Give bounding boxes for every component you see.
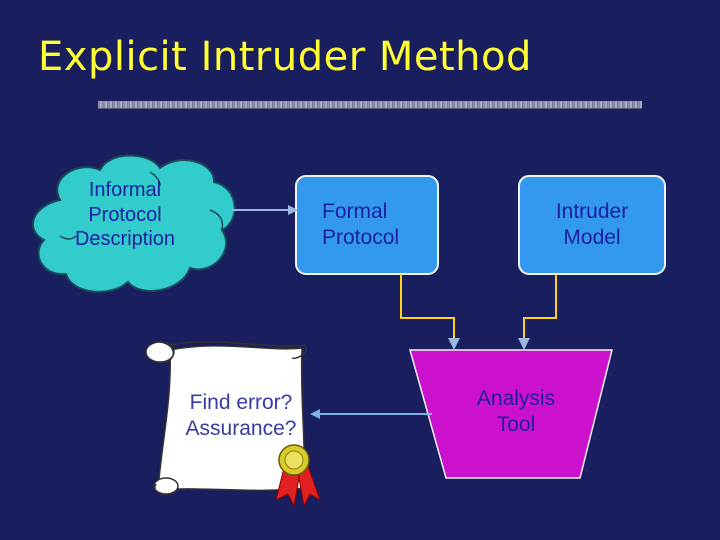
- informal-line-3: Description: [74, 228, 176, 251]
- informal-line-2: Protocol: [88, 203, 162, 226]
- intruder-model-box: [518, 175, 666, 275]
- formal-to-tool-arrowhead: [448, 338, 460, 350]
- intruder-line-1: Intruder: [555, 200, 629, 223]
- analysis-tool-label: Analysis Tool: [440, 386, 592, 438]
- analysis-tool-shape: [409, 349, 613, 479]
- intruder-to-tool-arrowhead: [518, 338, 530, 350]
- intruder-to-tool-connector: [523, 274, 557, 340]
- informal-protocol-cloud: [32, 154, 236, 293]
- tool-line-2: Tool: [496, 412, 536, 436]
- intruder-line-2: Model: [563, 225, 621, 249]
- slide-title: Explicit Intruder Method: [38, 34, 532, 80]
- informal-protocol-label: Informal Protocol Description: [40, 178, 210, 252]
- ribbon-seal-icon: [275, 444, 321, 508]
- intruder-model-label: Intruder Model: [519, 199, 665, 251]
- formal-to-tool-connector: [400, 274, 455, 340]
- formal-protocol-box: [295, 175, 439, 275]
- result-scroll-label: Find error? Assurance?: [166, 390, 316, 442]
- formal-protocol-label: Formal Protocol: [296, 199, 434, 251]
- title-divider: [98, 101, 642, 108]
- tool-line-1: Analysis: [476, 387, 556, 410]
- scroll-line-2: Assurance?: [185, 416, 297, 440]
- informal-line-1: Informal: [88, 179, 162, 201]
- scroll-line-1: Find error?: [189, 391, 293, 414]
- formal-line-2: Protocol: [322, 225, 400, 249]
- formal-line-1: Formal: [322, 200, 388, 223]
